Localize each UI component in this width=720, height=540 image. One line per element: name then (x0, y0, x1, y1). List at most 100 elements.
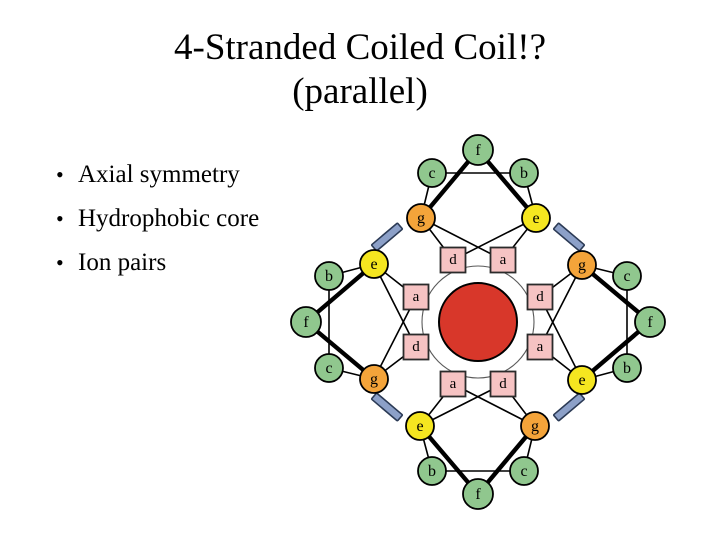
core-residue-a: a (439, 370, 467, 398)
bullet-icon: • (56, 206, 64, 231)
residue-b: b (314, 261, 344, 291)
residue-circle (406, 203, 436, 233)
residue-label: c (428, 165, 435, 182)
connector-g-core (373, 296, 417, 380)
diagram-surface-residues: f c b g e f c b g e f c b g e f c b g e (290, 134, 666, 510)
core-residue-box (439, 246, 467, 274)
residue-f: f (462, 478, 494, 510)
residue-circle (462, 134, 494, 166)
residue-label: g (578, 257, 586, 274)
core-residue-label: d (499, 376, 507, 392)
residue-circle (314, 261, 344, 291)
ion-pair-bar (553, 222, 585, 252)
core-residue-box (526, 283, 554, 311)
core-residue-label: a (450, 376, 457, 392)
residue-label: b (428, 463, 436, 480)
core-residue-d: d (439, 246, 467, 274)
core-residue-box (489, 246, 517, 274)
residue-label: e (416, 418, 423, 435)
residue-b: b (417, 456, 447, 486)
residue-label: c (325, 360, 332, 377)
core-residue-box (439, 370, 467, 398)
bullet-text: Hydrophobic core (78, 205, 260, 232)
ion-pair-bar (553, 392, 585, 422)
residue-b: b (612, 353, 642, 383)
page-title: 4-Stranded Coiled Coil!? (parallel) (0, 26, 720, 114)
core-residue-label: a (537, 339, 544, 355)
residue-circle (612, 261, 642, 291)
core-residue-a: a (526, 333, 554, 361)
residue-circle (417, 456, 447, 486)
residue-f: f (290, 306, 322, 338)
residue-label: g (531, 418, 539, 435)
residue-e: e (567, 365, 597, 395)
residue-circle (634, 306, 666, 338)
connector-e-core-cross (419, 383, 504, 427)
residue-circle (417, 158, 447, 188)
diagram-ion-pair-bars (371, 222, 585, 422)
core-residue-d: d (489, 370, 517, 398)
residue-c: c (509, 456, 539, 486)
residue-label: e (532, 210, 539, 227)
residue-label: f (475, 142, 481, 159)
residue-label: f (647, 314, 653, 331)
residue-e: e (521, 203, 551, 233)
diagram-core-ring (421, 265, 535, 379)
list-item: • Hydrophobic core (52, 204, 352, 234)
residue-label: e (370, 256, 377, 273)
core-residue-box (402, 283, 430, 311)
ion-pair-top-right (553, 222, 585, 252)
bullet-text: Axial symmetry (78, 161, 240, 188)
connector-g-core-cross (539, 264, 583, 348)
residue-label: f (475, 486, 481, 503)
connector-e-core-cross (539, 296, 583, 381)
residue-label: g (417, 210, 425, 227)
connector-e-core (373, 263, 417, 348)
residue-b: b (509, 158, 539, 188)
residue-circle (290, 306, 322, 338)
bullet-icon: • (56, 250, 64, 275)
core-residue-label: a (500, 252, 507, 268)
residue-circle (509, 158, 539, 188)
title-line-2: (parallel) (292, 71, 428, 112)
residue-g: g (520, 411, 550, 441)
ion-pair-bottom-right (553, 392, 585, 422)
residue-circle (612, 353, 642, 383)
core-residue-label: d (449, 252, 457, 268)
connector-e-core-cross (452, 217, 537, 261)
residue-label: b (325, 268, 333, 285)
diagram-core-circle (438, 282, 518, 362)
residue-label: g (370, 371, 378, 388)
list-item: • Ion pairs (52, 248, 352, 278)
residue-label: b (520, 165, 528, 182)
residue-g: g (406, 203, 436, 233)
residue-label: c (520, 463, 527, 480)
ion-pair-bottom-left (371, 392, 403, 422)
residue-circle (567, 250, 597, 280)
residue-g: g (359, 364, 389, 394)
core-residue-box (402, 333, 430, 361)
residue-g: g (567, 250, 597, 280)
residue-f: f (634, 306, 666, 338)
residue-circle (405, 411, 435, 441)
residue-circle (359, 249, 389, 279)
bullet-text: Ion pairs (78, 249, 167, 276)
residue-c: c (417, 158, 447, 188)
connector-g-core-cross (420, 217, 504, 261)
residue-label: e (578, 372, 585, 389)
core-residue-d: d (402, 333, 430, 361)
list-item: • Axial symmetry (52, 160, 352, 190)
residue-e: e (405, 411, 435, 441)
core-residue-a: a (489, 246, 517, 274)
residue-label: b (623, 360, 631, 377)
residue-circle (462, 478, 494, 510)
residue-circle (521, 203, 551, 233)
residue-label: c (623, 268, 630, 285)
core-boundary-ring (421, 265, 535, 379)
ion-pair-bar (371, 222, 403, 252)
residue-f: f (462, 134, 494, 166)
residue-circle (314, 353, 344, 383)
residue-circle (359, 364, 389, 394)
